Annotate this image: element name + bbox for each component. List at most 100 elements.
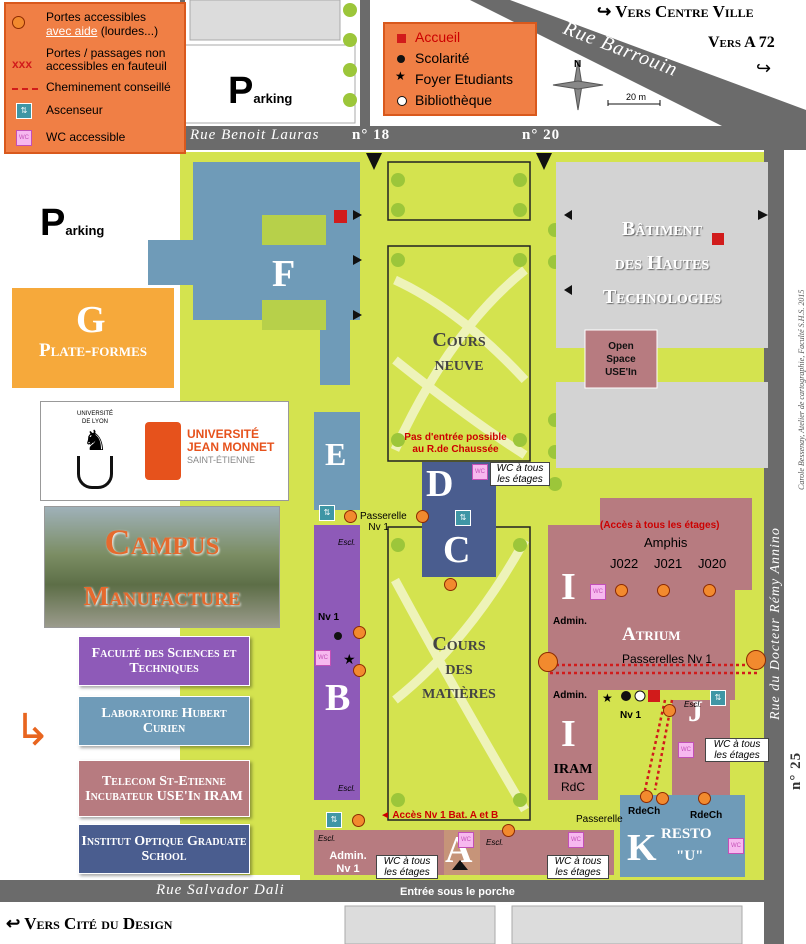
accueil-marker-hautes (712, 233, 724, 245)
door-b-2 (353, 664, 366, 677)
legend-route: Cheminement conseillé (46, 80, 171, 94)
elevator-icon: ⇅ (16, 103, 32, 119)
compass-n: N (574, 59, 582, 70)
door-assist-icon (12, 16, 25, 29)
iram-rdc-label: RdC (560, 780, 585, 794)
ujm-emblem-icon (145, 422, 181, 480)
campus-title: Campus (104, 522, 220, 562)
building-k-shape (620, 795, 745, 877)
court-paths (390, 266, 529, 813)
elevator-icon-e: ⇅ (319, 505, 335, 521)
road-salvador-dali (0, 880, 780, 902)
scolarite-marker-i (621, 691, 631, 701)
building-g-shape (12, 288, 174, 388)
court-outline-neuve (387, 245, 531, 462)
foyer-marker-b: ★ (343, 651, 356, 667)
door-j022 (615, 584, 628, 597)
escl-a-right: Escl. (486, 838, 504, 847)
open-space-shape (584, 329, 658, 389)
service-bibliotheque: Bibliothèque (415, 92, 493, 108)
admin-label-i: Admin. (553, 616, 587, 627)
admin-nv1-a: Admin.Nv 1 (329, 850, 367, 875)
wc-icon-k: WC (728, 838, 744, 854)
road-barrouin (470, 0, 806, 150)
nv1-label-b: Nv 1 (318, 612, 340, 623)
lion-icon: ♞ (82, 425, 108, 456)
bibliotheque-icon (397, 96, 407, 106)
legend-wc: WC accessible (46, 130, 126, 144)
note-acces-nv1: ◄ Accès Nv 1 Bat. A et B (380, 810, 499, 821)
elevator-icon-d: ⇅ (455, 510, 471, 526)
parking-left: Parking (40, 202, 105, 244)
building-f-inner-2 (262, 300, 326, 330)
wc-icon-i: WC (590, 584, 606, 600)
building-j-label: J (688, 695, 703, 728)
wc-icon-b: WC (315, 650, 331, 666)
legend-route-line (12, 88, 38, 90)
campus-subtitle: Manufacture (83, 581, 241, 611)
door-e (344, 510, 357, 523)
building-f-inner-1 (262, 215, 326, 245)
road-remy-annino (764, 120, 784, 944)
foyer-icon: ★ (395, 69, 406, 83)
building-b-label: B (325, 677, 351, 719)
note-entree-porche: Entrée sous le porche (400, 886, 515, 898)
curved-arrow-icon: ↳ (14, 706, 51, 755)
nv1-label-i: Nv 1 (620, 710, 642, 721)
building-iram-shape (548, 688, 598, 800)
door-k-1 (640, 790, 653, 803)
category-labo: Laboratoire Hubert Curien (78, 696, 250, 746)
building-k-label: K (627, 827, 657, 869)
service-accueil: Accueil (415, 29, 461, 45)
escl-j: Escl. (684, 700, 702, 709)
passerelle-e-d: Passerelle Nv 1 (360, 511, 407, 533)
building-g-name: Plate-formes (39, 340, 147, 361)
iram-label: IRAM (553, 762, 593, 777)
building-i-j-shape (548, 498, 752, 700)
room-j021: J021 (654, 556, 683, 571)
building-i-label: I (561, 566, 576, 608)
door-b-1 (353, 626, 366, 639)
building-d-label: D (426, 463, 454, 505)
door-a-2 (502, 824, 515, 837)
bibliotheque-marker-i (634, 690, 646, 702)
room-j020: J020 (698, 556, 727, 571)
door-k-2 (656, 792, 669, 805)
atrium-label: Atrium (622, 624, 681, 645)
wc-icon-dc: WC (472, 464, 488, 480)
amphis-access-note: (Accès à tous les étages) (600, 520, 720, 531)
court-outline-top (387, 161, 531, 221)
escl-b-top: Escl. (338, 538, 356, 547)
legend-xxx-symbol: xxx (12, 57, 33, 71)
admin-label-iram: Admin. (553, 690, 587, 701)
services-legend: Accueil Scolarité ★ Foyer Etudiants Bibl… (383, 22, 537, 116)
rdech-label-k: RdeCh (628, 806, 661, 817)
street-num-20: n° 20 (522, 127, 561, 143)
building-f-label: F (272, 253, 296, 295)
parking-area-top (184, 44, 356, 124)
legend-non-accessible: Portes / passages non accessibles en fau… (46, 46, 167, 73)
accueil-marker-i (648, 690, 660, 702)
door-atrium-east (746, 650, 766, 670)
wc-icon-a-left: WC (458, 832, 474, 848)
street-salvador-dali: Rue Salvador Dali (156, 882, 285, 898)
foyer-marker-i: ★ (602, 691, 613, 705)
rdech-label-j: RdeCh (690, 810, 723, 821)
wc-icon-j: WC (678, 742, 694, 758)
udl-shield-icon (77, 456, 113, 489)
building-hautes-tech-shape (556, 162, 768, 314)
resto-u-label: "U" (676, 848, 704, 864)
direction-cite-design: ↩ Vers Cité du Design (6, 914, 173, 933)
compass-rose (552, 59, 604, 111)
elevator-icon-a: ⇅ (326, 812, 342, 828)
direction-a72: Vers A 72 (708, 34, 775, 51)
category-telecom: Telecom St-Etienne Incubateur USE'In IRA… (78, 760, 250, 817)
